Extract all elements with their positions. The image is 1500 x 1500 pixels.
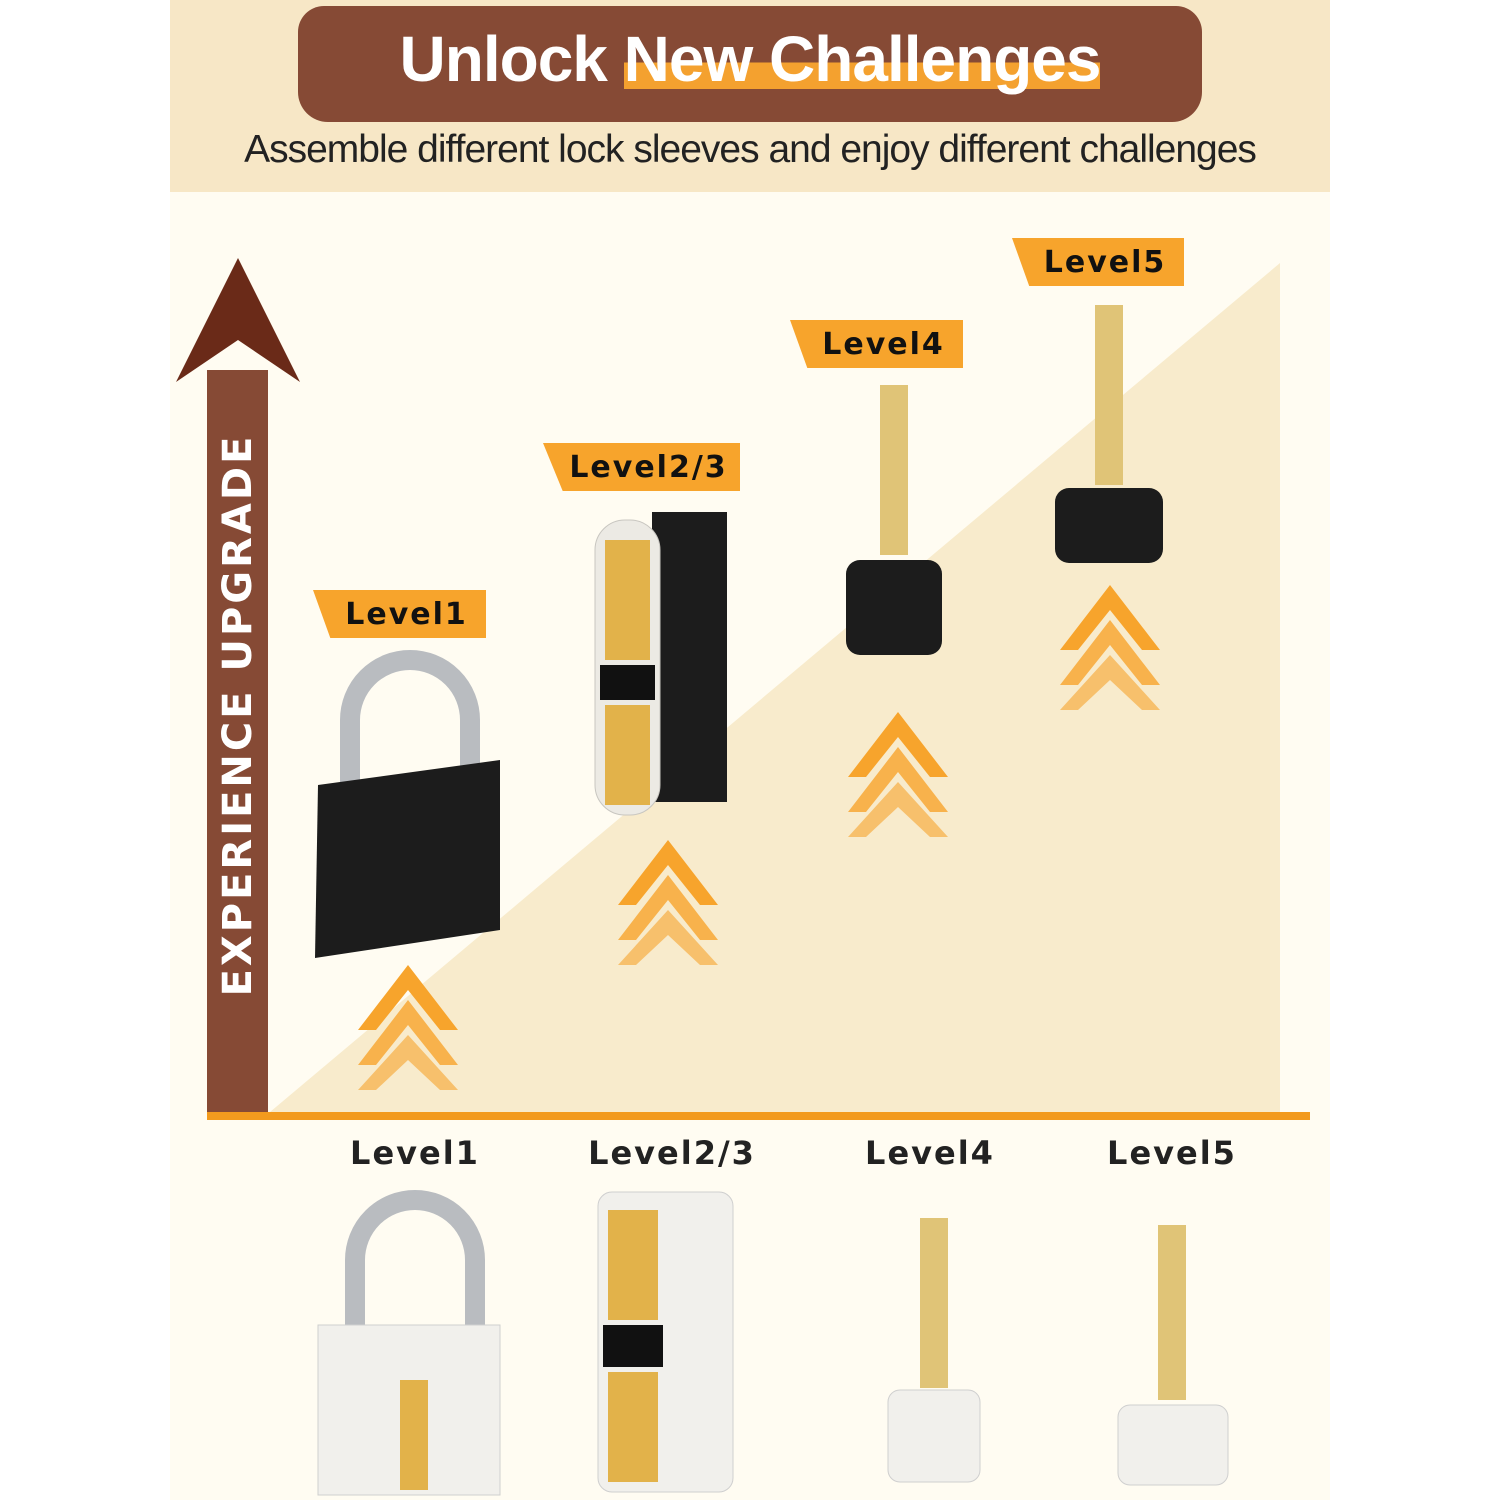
upgrade-arrow-icon xyxy=(618,840,718,965)
subtitle: Assemble different lock sleeves and enjo… xyxy=(244,128,1257,171)
level1-tag: Level1 xyxy=(313,590,486,638)
level4-tag: Level4 xyxy=(790,320,963,368)
cylinder-lock-image xyxy=(594,512,727,816)
baseline xyxy=(207,1112,1310,1120)
bottom-label-level4: Level4 xyxy=(865,1134,995,1172)
upgrade-arrow-icon xyxy=(848,712,948,837)
axis-shaft xyxy=(207,370,268,1118)
page-title: Unlock New Challenges xyxy=(298,22,1202,96)
progress-wedge xyxy=(270,263,1280,1112)
level5-tag: Level5 xyxy=(1012,238,1184,286)
upgrade-arrow-icon xyxy=(358,965,458,1090)
bottom-label-level2-3: Level2/3 xyxy=(588,1134,756,1172)
clear-cylinder-image xyxy=(597,1191,734,1493)
level4-sleeve-image xyxy=(846,385,942,655)
axis-arrowhead xyxy=(176,258,300,382)
upgrade-arrow-icon xyxy=(1060,585,1160,710)
level5-sleeve-image xyxy=(1055,305,1163,563)
level4-clear-sleeve-image xyxy=(887,1218,981,1483)
level2-3-tag: Level2/3 xyxy=(543,443,740,491)
bottom-label-level1: Level1 xyxy=(350,1134,480,1172)
level5-clear-sleeve-image xyxy=(1117,1225,1229,1486)
title-part1: Unlock xyxy=(399,23,608,95)
bottom-label-level5: Level5 xyxy=(1107,1134,1237,1172)
title-highlight: New Challenges xyxy=(623,23,1101,95)
black-padlock-image xyxy=(315,650,500,958)
axis-label: EXPERIENCE UPGRADE xyxy=(215,433,261,997)
clear-padlock-image xyxy=(317,1190,501,1496)
